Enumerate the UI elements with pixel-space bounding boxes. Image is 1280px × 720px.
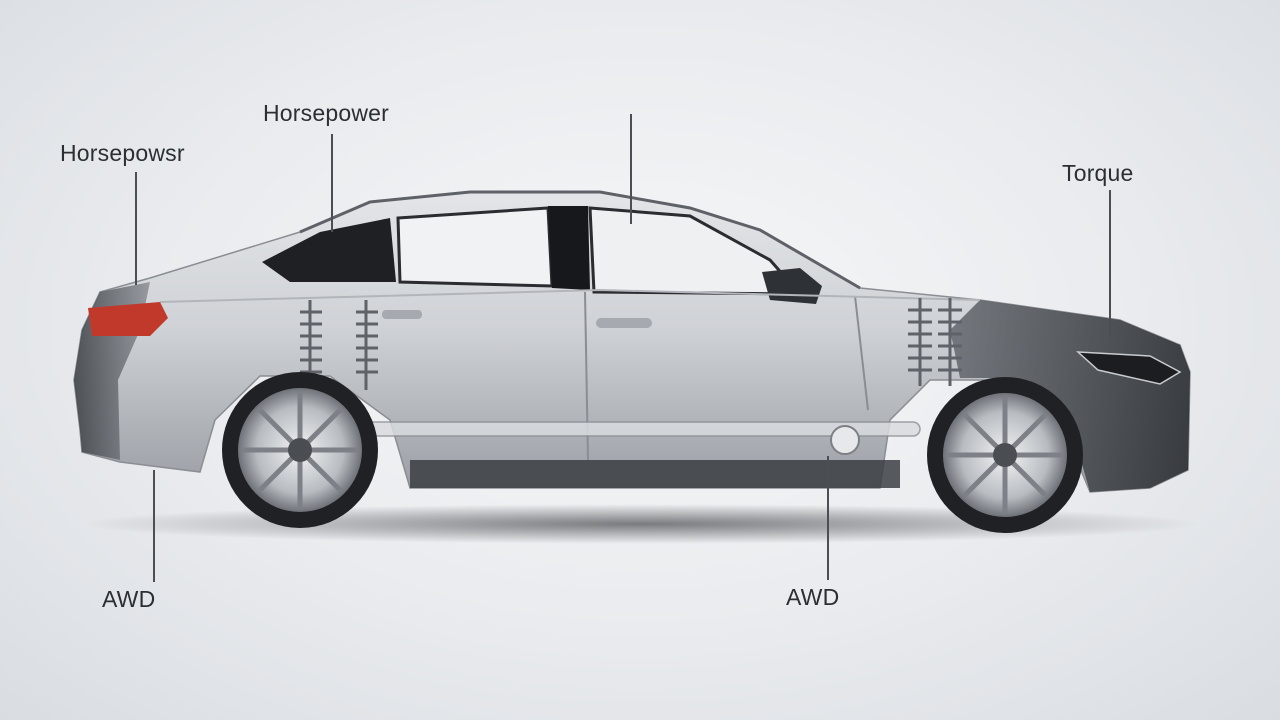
rocker-sill xyxy=(410,460,900,488)
rear-door-handle xyxy=(382,310,422,319)
front-suspension xyxy=(908,298,962,386)
ground-shadow xyxy=(80,504,1200,544)
rear-suspension xyxy=(300,300,378,390)
awd-callout-center: AWD xyxy=(786,584,840,610)
middle-window xyxy=(396,206,554,288)
center-differential xyxy=(830,425,860,455)
front-door-handle xyxy=(596,318,652,328)
front-fascia xyxy=(950,300,1190,492)
body-crease xyxy=(159,288,981,303)
door-seam-front xyxy=(854,295,869,411)
tail-light xyxy=(88,302,168,336)
roof-line xyxy=(299,190,861,290)
front-wheel xyxy=(927,377,1083,533)
awd-callout-rear: AWD xyxy=(102,586,156,612)
torque-callout: Torque xyxy=(1062,160,1134,186)
b-pillar xyxy=(548,206,590,290)
rear-wheel xyxy=(222,372,378,528)
headlight xyxy=(1075,351,1182,385)
horsepower-callout-top: Horsepower xyxy=(263,100,389,126)
rear-side-window xyxy=(262,218,396,282)
horsepower-callout-left: Horsepowsr xyxy=(60,140,185,166)
